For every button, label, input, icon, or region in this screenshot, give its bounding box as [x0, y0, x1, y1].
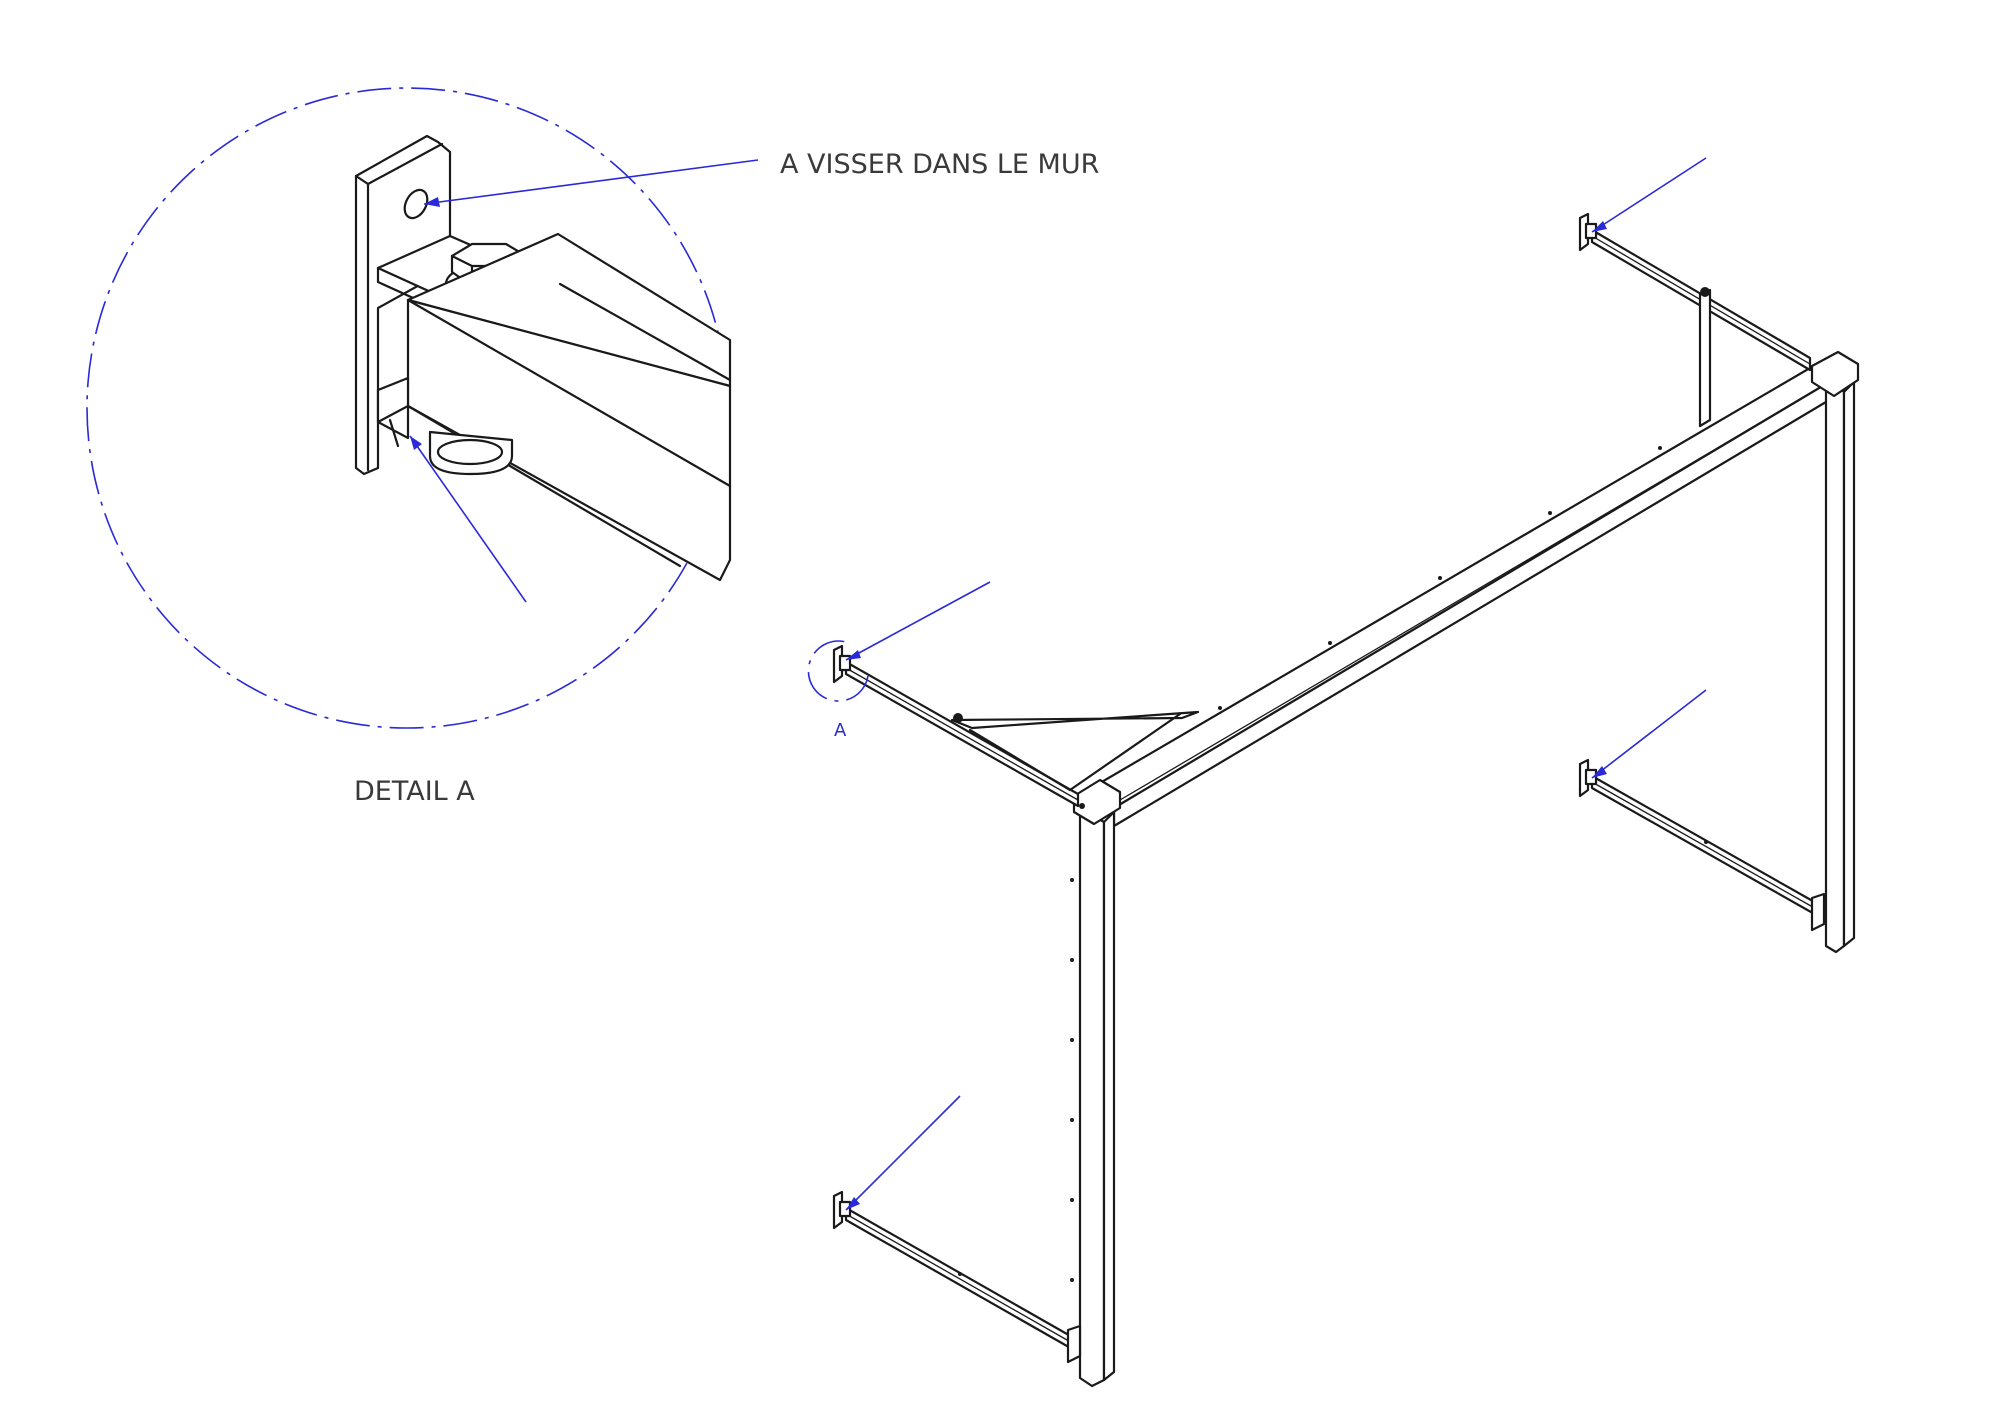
fastener-dot: [1328, 641, 1332, 645]
wall-bracket-lower-right-pad: [1584, 768, 1598, 786]
diagonal-brace-tie: [1068, 712, 1182, 792]
front-right-post-cap: [1810, 350, 1860, 398]
screw-slot: [403, 188, 429, 220]
front-right-post-side: [1842, 380, 1856, 948]
wall-bracket-detail: [354, 134, 759, 603]
lower-left-arm-edge: [845, 1213, 1075, 1345]
fastener-dot: [1704, 840, 1708, 844]
lower-leader-line: [409, 435, 527, 603]
leader-upper-right-arrowhead: [1592, 221, 1607, 232]
fastener-dot: [1070, 1278, 1074, 1282]
detail-title: DETAIL A: [354, 776, 475, 807]
lower-left-arm-end: [1066, 1324, 1082, 1364]
front-left-post-cap: [1072, 778, 1122, 826]
wall-bracket-lower-left-pad: [838, 1200, 852, 1218]
detail-marker-letter: A: [834, 720, 847, 741]
top-front-beam-lower: [1112, 376, 1838, 828]
bolt-underside-washer: [436, 438, 504, 466]
leader-lower-left: [845, 1095, 961, 1211]
fastener-dots: [958, 446, 1708, 1282]
leader-upper-right: [1591, 157, 1707, 233]
diagonal-brace: [950, 710, 1200, 730]
leader-lower-left-arrowhead: [846, 1197, 860, 1210]
front-left-post-side: [1102, 810, 1116, 1382]
diagonal-brace-lower: [968, 728, 1072, 792]
fastener-dot: [1070, 1198, 1074, 1202]
lower-flange-detail: [376, 404, 410, 448]
detail-marker-circle: [807, 640, 869, 702]
leader-upper-left: [845, 581, 991, 661]
bracket-plate-top-edge: [366, 142, 444, 186]
bracket-plate: [354, 134, 452, 476]
top-front-beam: [1086, 366, 1838, 810]
fastener-dot: [958, 1272, 962, 1276]
fastener-dot: [1438, 576, 1442, 580]
note-leader-arrowhead: [424, 197, 440, 207]
detail-view: A VISSER DANS LE MUR DETAIL A: [86, 87, 1099, 807]
fastener-dot: [1218, 706, 1222, 710]
fastener-dot: [1548, 511, 1552, 515]
front-right-post: [1824, 382, 1846, 954]
lower-flange: [376, 376, 410, 424]
fastener-dot: [1070, 1118, 1074, 1122]
top-front-beam-groove: [1119, 383, 1827, 801]
lower-leader-arrowhead: [410, 436, 422, 450]
lower-right-arm-end: [1810, 892, 1826, 932]
bracket-leaders: [845, 157, 1707, 1211]
fastener-dot: [1070, 1038, 1074, 1042]
frame-isometric-view: A: [807, 157, 1860, 1388]
fastener-dot: [1070, 958, 1074, 962]
note-leader-line: [423, 159, 759, 205]
fastener-dot: [1070, 878, 1074, 882]
fastener-dot: [1079, 803, 1085, 809]
mounting-note: A VISSER DANS LE MUR: [780, 149, 1099, 180]
fastener-dot: [1658, 446, 1662, 450]
upper-left-arm-edge: [845, 667, 1079, 801]
leader-upper-left-arrowhead: [846, 650, 861, 660]
rear-post-pin: [1700, 287, 1710, 297]
bolt-underside: [428, 430, 514, 476]
leader-lower-right-arrowhead: [1592, 766, 1607, 778]
front-left-post: [1078, 806, 1106, 1388]
wall-bracket-upper-left-pad: [838, 654, 852, 672]
leader-lower-right: [1591, 689, 1707, 779]
lower-right-arm-edge: [1591, 781, 1819, 911]
tube-edge-lines: [406, 282, 732, 568]
rear-right-post: [1698, 288, 1712, 428]
brace-pin-left: [953, 713, 963, 723]
